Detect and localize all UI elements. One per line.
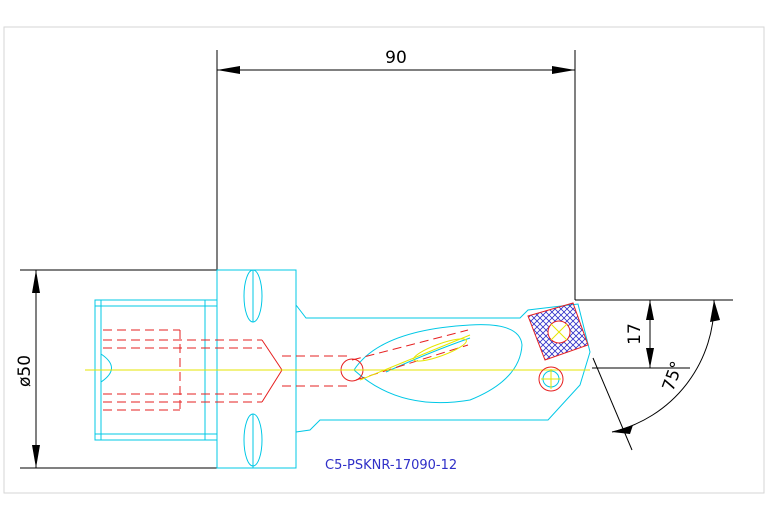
arrow-right — [552, 66, 575, 74]
arrow-top — [32, 270, 40, 293]
tool-outline — [94, 269, 591, 469]
clamp-screw — [538, 366, 564, 392]
arrow-bottom — [32, 445, 40, 468]
dimension-length: 90 — [216, 48, 576, 300]
arrow-angle-top — [710, 300, 720, 322]
tool-head — [295, 303, 591, 433]
centerline — [85, 334, 590, 381]
dimension-diameter: ø50 — [15, 269, 217, 469]
clamp-screw-head — [538, 366, 564, 392]
dimension-height: 17 — [575, 299, 733, 369]
dimension-length-label: 90 — [385, 48, 407, 68]
part-code-label: C5-PSKNR-17090-12 — [325, 458, 457, 473]
arrow-left — [217, 66, 240, 74]
arrow-height-bottom — [646, 348, 654, 368]
arrow-height-top — [646, 300, 654, 320]
drawing-frame — [3, 26, 765, 494]
cutting-insert — [527, 302, 589, 361]
chip-groove — [353, 324, 523, 404]
flange — [216, 269, 297, 469]
dimension-height-label: 17 — [625, 323, 645, 345]
dimension-diameter-label: ø50 — [15, 355, 35, 387]
arrow-angle-bottom — [612, 425, 633, 434]
